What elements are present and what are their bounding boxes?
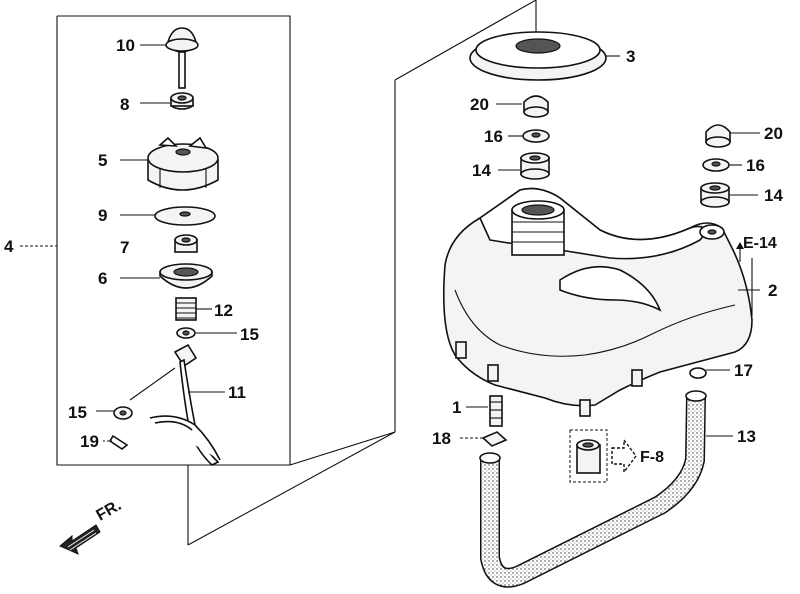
callout-11: 11	[228, 383, 246, 402]
callout-10: 10	[116, 36, 135, 55]
gasket-part-9[interactable]	[154, 206, 216, 226]
callout-1: 1	[452, 398, 461, 417]
fuel-filter-f8-group[interactable]	[569, 429, 608, 483]
vent-knob-part[interactable]	[165, 27, 199, 89]
washer-part-16-right[interactable]	[702, 158, 730, 172]
fuel-hose-part-13[interactable]	[479, 390, 707, 588]
callout-15-lower: 15	[68, 403, 87, 422]
callout-13: 13	[737, 427, 756, 446]
fuel-tank-part-2[interactable]	[442, 187, 753, 417]
fuel-cap-part[interactable]	[147, 136, 219, 191]
callout-15-upper: 15	[240, 325, 259, 344]
callout-9: 9	[98, 206, 107, 225]
washer-part-15-lower[interactable]	[113, 406, 133, 420]
ref-f8: F-8	[640, 449, 664, 466]
callout-2: 2	[768, 281, 777, 300]
ref-e14: E-14	[743, 235, 777, 252]
callout-17: 17	[734, 361, 753, 380]
fuel-joint-part-1[interactable]	[489, 395, 503, 427]
callout-3: 3	[626, 47, 635, 66]
seal-part-6[interactable]	[159, 263, 213, 289]
callout-12: 12	[214, 301, 233, 320]
washer-part-15-upper[interactable]	[176, 327, 196, 339]
spacer-part-7[interactable]	[174, 234, 198, 253]
f8-arrow-icon	[611, 437, 637, 475]
callout-8: 8	[120, 95, 129, 114]
front-arrow-icon	[59, 524, 101, 555]
cap-nut-part-20-right[interactable]	[705, 124, 731, 148]
cushion-part-3[interactable]	[469, 31, 607, 81]
callout-14-right: 14	[764, 186, 783, 205]
callout-20-right: 20	[764, 124, 783, 143]
ref-front: FR.	[94, 497, 125, 525]
callout-16-left: 16	[484, 127, 503, 146]
rubber-mount-part-14-left[interactable]	[520, 152, 550, 180]
spring-part-12[interactable]	[175, 297, 197, 321]
nut-part-8[interactable]	[170, 92, 194, 110]
cap-to-tank-lines	[289, 0, 537, 466]
callout-4: 4	[4, 237, 14, 256]
callout-7: 7	[120, 238, 129, 257]
e14-arrow-icon	[736, 242, 744, 262]
callout-14-left: 14	[472, 161, 491, 180]
callout-19: 19	[80, 432, 99, 451]
leader-11b	[129, 367, 176, 401]
callout-5: 5	[98, 151, 107, 170]
callout-6: 6	[98, 269, 107, 288]
callout-20-left: 20	[470, 95, 489, 114]
seal-part-18[interactable]	[481, 431, 508, 447]
fuel-strainer-part-11[interactable]	[149, 343, 221, 466]
callout-18: 18	[432, 429, 451, 448]
rubber-mount-part-14-right[interactable]	[700, 182, 730, 208]
washer-part-16-left[interactable]	[522, 129, 550, 143]
cap-nut-part-20-left[interactable]	[523, 95, 549, 118]
callout-16-right: 16	[746, 156, 765, 175]
clip-part-19[interactable]	[108, 434, 129, 450]
clamp-part-17[interactable]	[689, 367, 707, 379]
